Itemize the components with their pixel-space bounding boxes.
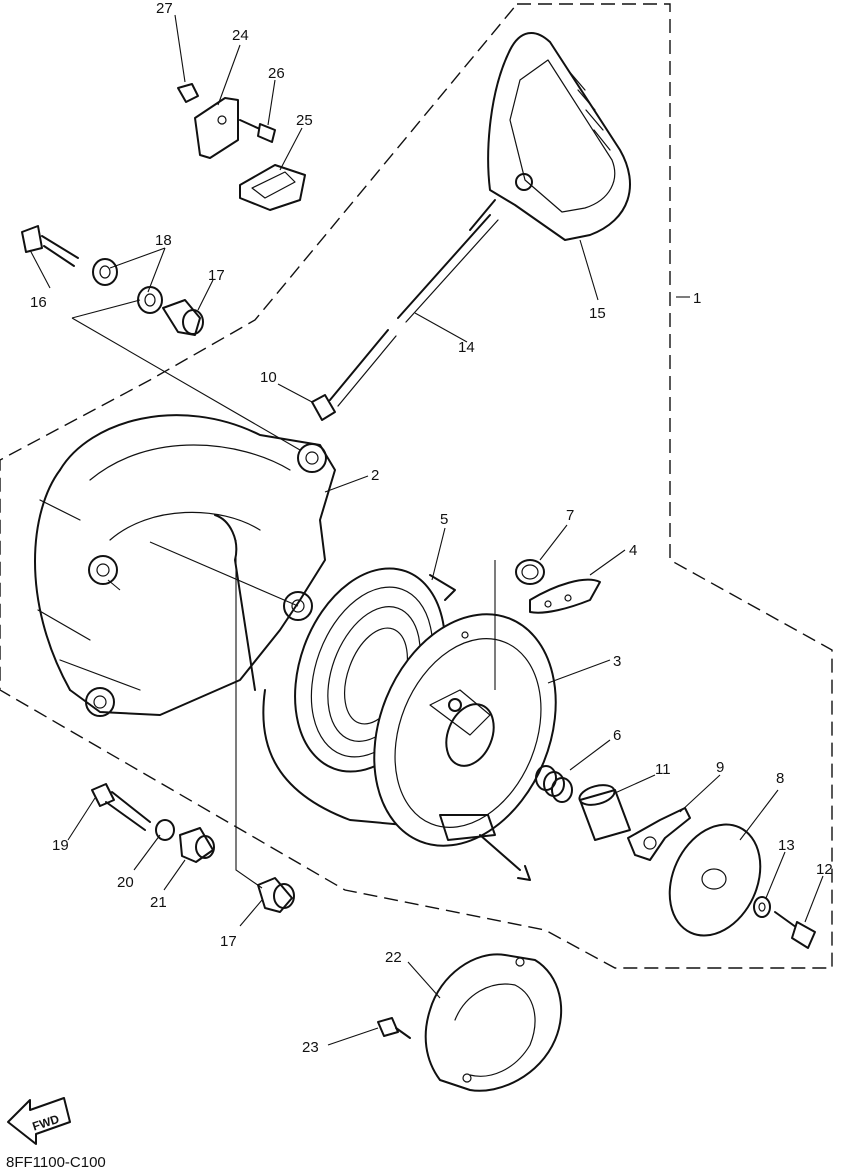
callout-13: 13 [778,837,795,854]
callout-16: 16 [30,294,47,311]
callout-14: 14 [458,339,475,356]
callout-22: 22 [385,949,402,966]
callout-9: 9 [716,759,724,776]
fwd-arrow-icon: FWD [7,1097,71,1145]
bolt [774,911,816,949]
callout-11: 11 [655,761,671,778]
assembly-guide-lines [71,299,496,889]
bolt [91,783,151,831]
callout-23: 23 [302,1039,319,1056]
drawing-code: 8FF1100-C100 [6,1154,106,1170]
callout-20: 20 [117,874,134,891]
bush [162,299,204,336]
collar [578,784,631,841]
grommet [179,827,215,863]
plate [668,823,762,937]
washer [155,819,175,841]
assembly-boundary [0,3,833,969]
callout-26: 26 [268,65,285,82]
cover [424,953,563,1092]
callout-21: 21 [150,894,167,911]
clamp [239,164,306,211]
starter-handle [487,32,631,241]
rope-guide [311,394,336,421]
bolt [21,225,79,267]
starter-case [34,414,461,831]
callout-18: 18 [155,232,172,249]
collar [137,286,163,314]
callout-24: 24 [232,27,249,44]
washer [753,896,771,918]
callout-27: 27 [156,0,173,17]
screw [239,119,276,143]
callout-10: 10 [260,369,277,386]
friction-plate [627,807,691,861]
callout-25: 25 [296,112,313,129]
callout-5: 5 [440,511,448,528]
callout-15: 15 [589,305,606,322]
ratchet-spring [515,559,545,585]
callout-7: 7 [566,507,574,524]
collar [92,258,118,286]
bolt [377,1017,411,1039]
bracket [194,97,239,159]
spring [535,765,573,803]
callout-19: 19 [52,837,69,854]
nut [177,83,199,103]
callout-6: 6 [613,727,621,744]
callout-17-lower: 17 [220,933,237,950]
callout-2: 2 [371,467,379,484]
rope [329,199,499,407]
callout-12: 12 [816,861,833,878]
callout-3: 3 [613,653,621,670]
callout-1: 1 [693,290,701,307]
pawl [529,578,601,614]
callout-17-upper: 17 [208,267,225,284]
bush [257,877,295,913]
drive-pulley [373,613,557,881]
callout-8: 8 [776,770,784,787]
callout-4: 4 [629,542,637,559]
leader-lines [29,14,824,1046]
